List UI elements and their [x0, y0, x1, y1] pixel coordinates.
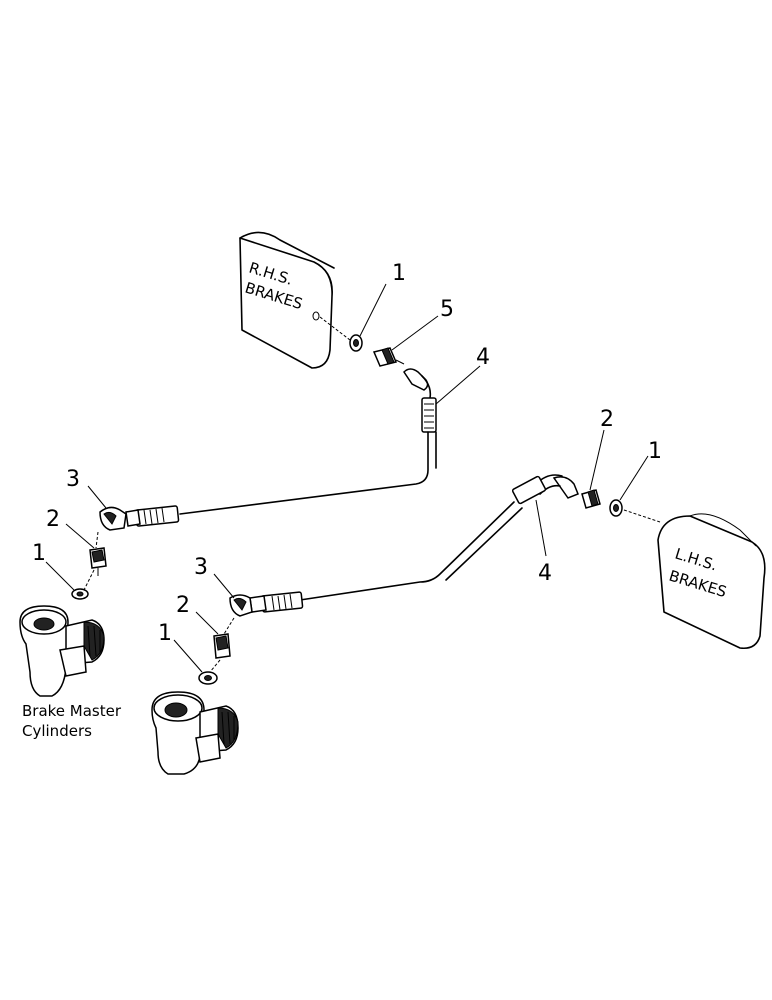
lhs-hose-leader — [535, 499, 547, 557]
mid-washer — [198, 671, 218, 685]
callout-left-washer: 1 — [32, 541, 46, 566]
callout-mid-adapter: 2 — [176, 593, 190, 618]
lhs-adapter-leader — [589, 429, 605, 491]
lhs-brakes-unit: L.H.S. BRAKES — [657, 513, 766, 650]
left-elbow-leader — [87, 485, 107, 509]
callout-left-elbow: 3 — [66, 467, 80, 492]
rhs-hose-leader — [435, 365, 481, 405]
mid-elbow-leader — [213, 573, 235, 599]
callout-rhs-washer: 1 — [392, 261, 406, 286]
mid-master-cylinder — [151, 691, 239, 775]
mid-adapter — [213, 633, 231, 659]
left-adapter-leader — [65, 523, 95, 549]
lhs-adapter — [581, 489, 601, 509]
left-elbow — [99, 506, 127, 531]
mid-washer-leader — [173, 639, 203, 673]
callout-lhs-washer: 1 — [648, 439, 662, 464]
mid-axis-line — [209, 617, 235, 673]
lhs-axis-line — [623, 509, 661, 523]
lhs-washer-leader — [619, 455, 649, 501]
mid-elbow — [229, 594, 253, 617]
lower-hose-end-fitting — [249, 591, 304, 613]
rhs-hose — [179, 368, 437, 515]
callout-rhs-adapter: 5 — [440, 297, 454, 322]
rhs-adapter-leader — [391, 315, 439, 351]
rhs-brakes-unit: R.H.S. BRAKES — [239, 231, 335, 369]
left-adapter — [89, 547, 107, 576]
rhs-axis-line — [319, 316, 351, 341]
rhs-adapter — [372, 347, 405, 367]
callout-lhs-adapter: 2 — [600, 407, 614, 432]
callout-rhs-hose: 4 — [476, 345, 490, 370]
lhs-washer — [609, 499, 623, 517]
upper-hose-end-fitting — [125, 505, 180, 527]
left-washer-leader — [45, 561, 75, 591]
lhs-hose — [299, 474, 579, 601]
callout-lhs-hose: 4 — [538, 561, 552, 586]
left-axis-line — [83, 531, 99, 591]
rhs-washer — [349, 334, 363, 352]
mid-adapter-leader — [195, 611, 219, 635]
callout-mid-elbow: 3 — [194, 555, 208, 580]
left-master-cylinder — [19, 605, 105, 697]
caption-line1: Brake Master — [22, 702, 122, 720]
callout-mid-washer: 1 — [158, 621, 172, 646]
caption-line2: Cylinders — [22, 722, 92, 740]
rhs-washer-leader — [359, 283, 387, 337]
callout-left-adapter: 2 — [46, 507, 60, 532]
left-washer — [71, 588, 89, 600]
